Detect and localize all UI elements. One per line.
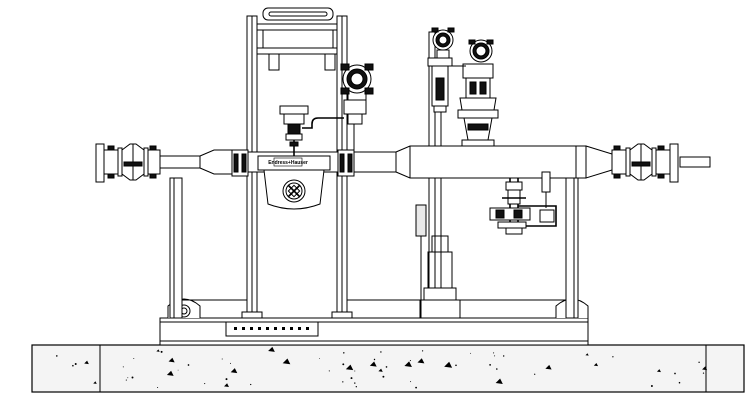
- aggregate-dot: [342, 381, 344, 383]
- terminal-strip-bolts: [234, 327, 309, 330]
- aggregate-dot: [470, 352, 472, 354]
- aggregate-dot: [204, 383, 206, 385]
- terminal-bolt: [282, 327, 285, 330]
- aggregate-dot: [350, 377, 353, 380]
- aggregate-dot: [177, 369, 179, 371]
- aggregate-dot: [678, 381, 681, 384]
- aggregate-stone: [495, 378, 503, 384]
- aggregate-stone: [156, 349, 160, 352]
- aggregate-stone: [84, 360, 89, 365]
- aggregate-dot: [230, 362, 231, 364]
- coriolis-flow-sensor: Endress+Hauser: [257, 155, 331, 210]
- aggregate-dot: [318, 358, 320, 359]
- aggregate-dot: [343, 352, 345, 354]
- aggregate-dot: [225, 378, 228, 381]
- terminal-bolt: [258, 327, 261, 330]
- aggregate-stone: [593, 363, 599, 367]
- aggregate-dot: [328, 370, 330, 372]
- aggregate-dot: [72, 364, 74, 367]
- aggregate-dot: [650, 385, 653, 387]
- aggregate-stone: [585, 353, 589, 356]
- column-mounted-instruments: [427, 27, 499, 147]
- aggregate-dot: [385, 366, 388, 368]
- aggregate-dot: [354, 370, 356, 372]
- terminal-bolt: [266, 327, 269, 330]
- aggregate-stone: [93, 381, 97, 384]
- coriolis-flanges: [231, 149, 355, 177]
- aggregate-dot: [354, 382, 356, 384]
- aggregate-stone: [224, 383, 229, 387]
- aggregate-dot: [612, 356, 614, 358]
- aggregate-dot: [415, 386, 417, 389]
- aggregate-stone: [168, 357, 175, 363]
- aggregate-dot: [131, 376, 134, 379]
- aggregate-stone: [345, 364, 354, 371]
- aggregate-dot: [125, 379, 127, 381]
- aggregate-dot: [493, 352, 495, 354]
- aggregate-stone: [417, 358, 425, 364]
- aggregate-dot: [133, 358, 135, 359]
- terminal-strip: [225, 321, 319, 337]
- aggregate-dot: [250, 383, 252, 386]
- drain-valve-assembly: [489, 171, 557, 235]
- terminal-bolt: [290, 327, 293, 330]
- aggregate-dot: [380, 351, 382, 353]
- aggregate-dot: [122, 366, 124, 368]
- terminal-bolt: [242, 327, 245, 330]
- terminal-bolt: [250, 327, 253, 330]
- coriolis-transmitter: [302, 63, 374, 152]
- sensor-nameplate: Endress+Hauser: [268, 160, 308, 166]
- aggregate-dot: [409, 360, 411, 362]
- aggregate-dot: [421, 350, 424, 352]
- aggregate-dot: [342, 363, 345, 366]
- aggregate-dot: [698, 361, 700, 363]
- terminal-bolt: [298, 327, 301, 330]
- terminal-bolt: [234, 327, 237, 330]
- aggregate-stone: [369, 361, 377, 367]
- inlet-valve-assembly: [95, 143, 161, 183]
- aggregate-stone: [268, 346, 275, 352]
- outlet-valve-assembly: [611, 143, 679, 183]
- aggregate-dot: [74, 363, 77, 365]
- aggregate-stone: [166, 370, 174, 376]
- aggregate-stone: [378, 368, 383, 372]
- terminal-bolt: [306, 327, 309, 330]
- concrete-foundation: [31, 344, 745, 393]
- concrete-aggregate-pattern: [55, 346, 708, 389]
- aggregate-dot: [355, 386, 357, 388]
- base-skid-frame: [159, 298, 589, 346]
- top-mounting-frame: [256, 7, 338, 71]
- aggregate-dot: [160, 350, 163, 353]
- aggregate-dot: [674, 372, 676, 375]
- pressure-transmitter: [279, 105, 309, 156]
- aggregate-stone: [444, 361, 453, 368]
- aggregate-stone: [282, 358, 291, 365]
- aggregate-dot: [373, 358, 376, 361]
- aggregate-dot: [534, 373, 536, 375]
- aggregate-dot: [410, 381, 412, 383]
- aggregate-dot: [55, 355, 58, 357]
- terminal-bolt: [274, 327, 277, 330]
- aggregate-stone: [702, 366, 708, 371]
- aggregate-dot: [382, 375, 385, 378]
- aggregate-dot: [127, 377, 129, 379]
- aggregate-dot: [503, 355, 505, 357]
- aggregate-dot: [221, 358, 223, 360]
- aggregate-dot: [702, 372, 705, 374]
- aggregate-dot: [494, 355, 496, 357]
- aggregate-dot: [495, 368, 498, 370]
- aggregate-stone: [230, 368, 238, 374]
- aggregate-stone: [545, 364, 552, 370]
- aggregate-stone: [404, 361, 412, 367]
- aggregate-dot: [157, 386, 159, 389]
- aggregate-dot: [455, 364, 457, 367]
- aggregate-dot: [489, 364, 491, 366]
- aggregate-stone: [656, 369, 661, 373]
- column-base-detail: [182, 178, 579, 318]
- aggregate-dot: [187, 364, 190, 366]
